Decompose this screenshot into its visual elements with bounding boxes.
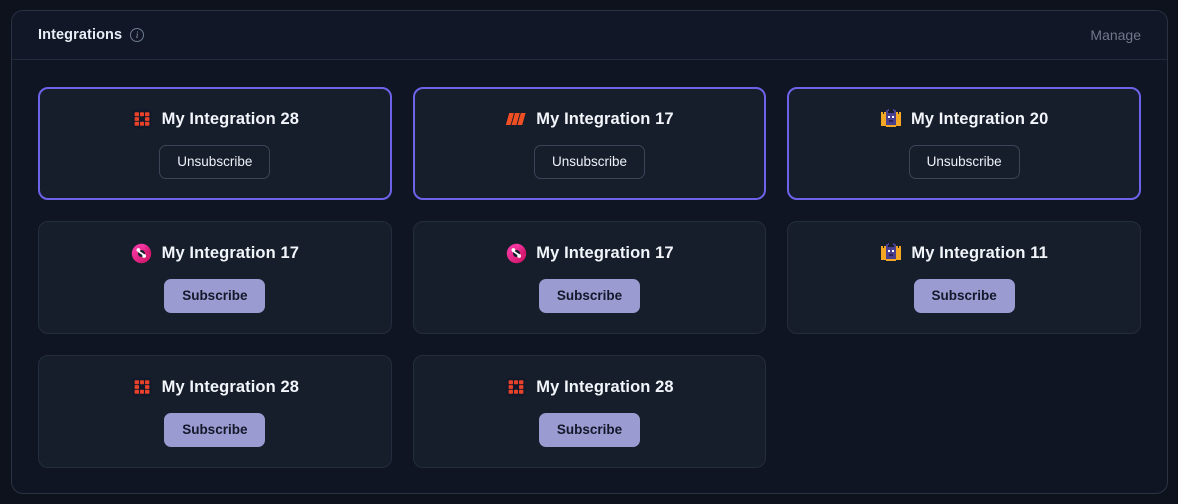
panel-header: Integrations i Manage (12, 11, 1167, 60)
card-title-row: My Integration 28 (131, 376, 299, 398)
integration-card[interactable]: My Integration 17 Unsubscribe (412, 87, 767, 200)
subscribe-button[interactable]: Subscribe (164, 413, 266, 447)
red-grid-icon (131, 376, 153, 398)
card-title-row: My Integration 17 (505, 242, 674, 264)
red-grid-icon (131, 108, 153, 130)
subscribe-button[interactable]: Subscribe (538, 413, 641, 447)
integration-card[interactable]: My Integration 28 Subscribe (38, 355, 392, 468)
integration-title: My Integration 28 (161, 377, 300, 396)
card-title-row: My Integration 20 (880, 108, 1048, 130)
pink-swirl-icon (505, 242, 527, 264)
integration-card[interactable]: My Integration 17 Subscribe (412, 221, 767, 334)
integration-title: My Integration 28 (161, 109, 300, 128)
integration-card[interactable]: My Integration 28 Unsubscribe (38, 87, 392, 200)
unsubscribe-button[interactable]: Unsubscribe (908, 145, 1020, 179)
info-icon[interactable]: i (130, 28, 145, 42)
pixel-cat-icon (880, 242, 902, 264)
integration-title: My Integration 20 (910, 109, 1049, 128)
integrations-panel: Integrations i Manage My Integration 28 U… (11, 10, 1168, 494)
integration-card[interactable]: My Integration 20 Unsubscribe (787, 87, 1141, 200)
integration-title: My Integration 11 (911, 243, 1048, 262)
card-title-row: My Integration 17 (505, 108, 674, 130)
integration-title: My Integration 17 (161, 243, 300, 262)
card-title-row: My Integration 11 (880, 242, 1048, 264)
integration-card[interactable]: My Integration 17 Subscribe (38, 221, 392, 334)
manage-link[interactable]: Manage (1090, 27, 1141, 43)
subscribe-button[interactable]: Subscribe (164, 279, 266, 313)
unsubscribe-button[interactable]: Unsubscribe (533, 145, 646, 179)
card-title-row: My Integration 28 (505, 376, 674, 398)
unsubscribe-button[interactable]: Unsubscribe (159, 145, 271, 179)
page-title: Integrations (38, 27, 123, 43)
integration-card[interactable]: My Integration 11 Subscribe (787, 221, 1141, 334)
pixel-cat-icon (880, 108, 902, 130)
orange-stripes-icon (505, 108, 527, 130)
card-title-row: My Integration 28 (131, 108, 299, 130)
integration-title: My Integration 17 (536, 109, 674, 128)
card-title-row: My Integration 17 (131, 242, 299, 264)
integration-title: My Integration 17 (536, 243, 674, 262)
integration-card[interactable]: My Integration 28 Subscribe (412, 355, 767, 468)
pink-swirl-icon (131, 242, 153, 264)
red-grid-icon (505, 376, 527, 398)
subscribe-button[interactable]: Subscribe (913, 279, 1015, 313)
integration-title: My Integration 28 (536, 377, 674, 396)
subscribe-button[interactable]: Subscribe (538, 279, 641, 313)
